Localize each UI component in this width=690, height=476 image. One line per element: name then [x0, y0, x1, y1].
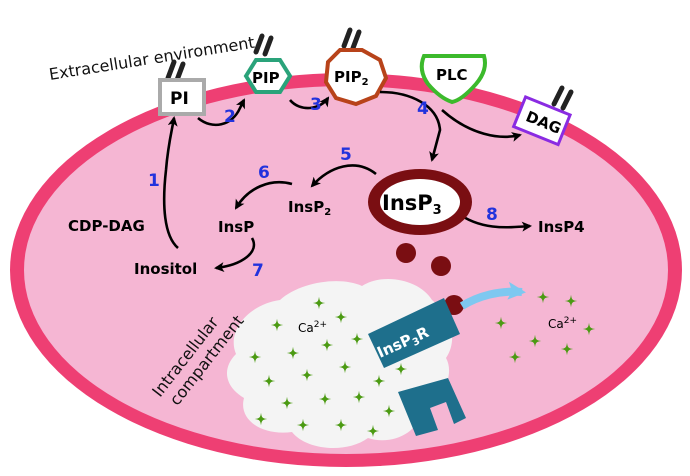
step-number-1: 1 [148, 171, 160, 191]
arrow-step-1 [162, 116, 179, 249]
arrow-step-3 [289, 96, 330, 110]
pi-node: PI [158, 78, 206, 116]
arrow-step-6 [234, 181, 293, 210]
lipid-tails-pip2 [341, 27, 362, 51]
insp-label: InsP [218, 218, 254, 236]
insp4-label: InsP4 [538, 218, 585, 236]
arrow-step-5 [310, 164, 377, 188]
dag-node: DAG [511, 94, 573, 147]
plc-label: PLC [436, 66, 468, 84]
receptor-lower-domain [398, 378, 466, 436]
pip-label: PIP [252, 69, 280, 87]
step-number-4: 4 [417, 99, 429, 119]
step-number-6: 6 [258, 163, 270, 183]
calcium-label-inside: Ca2+ [298, 320, 327, 335]
insp3-receptor: InsP3R [368, 298, 466, 436]
calcium-label-outside: Ca2+ [548, 316, 577, 331]
calcium-flux-arrow [459, 281, 526, 310]
step-number-5: 5 [340, 145, 352, 165]
insp3-molecule [431, 256, 451, 276]
pi-label: PI [170, 89, 189, 109]
inositol-label: Inositol [134, 260, 197, 278]
extracellular-label: Extracellular environment [48, 33, 256, 84]
insp3-node: InsP3 [368, 169, 472, 235]
arrow-step-2 [197, 98, 246, 127]
cdp-dag-label: CDP-DAG [68, 217, 145, 235]
plc-node: PLC [419, 54, 487, 105]
pip2-label: PIP2 [334, 68, 369, 88]
insp3-molecule [396, 243, 416, 263]
pip2-node: PIP2 [323, 48, 389, 107]
pip-node: PIP [243, 58, 293, 94]
lipid-tails-dag [551, 85, 574, 111]
arrow-step-7 [214, 237, 256, 273]
insp2-label: InsP2 [288, 198, 331, 218]
step-number-3: 3 [310, 95, 322, 115]
insp3-label: InsP3 [382, 191, 442, 218]
step-number-7: 7 [252, 261, 264, 281]
step-number-8: 8 [486, 205, 498, 225]
lipid-tails-pi [165, 59, 186, 83]
cell-interior [24, 86, 668, 454]
arrow-to-dag [441, 109, 522, 142]
step-number-2: 2 [224, 107, 236, 127]
arrow-step-4 [379, 90, 442, 162]
lipid-tails-pip [253, 33, 274, 57]
